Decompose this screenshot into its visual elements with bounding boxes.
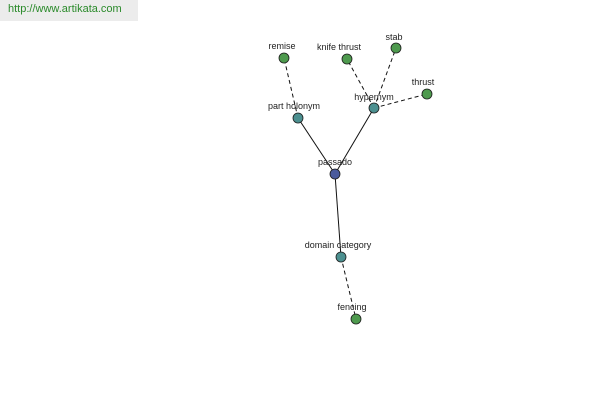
edge-passado-to-domain-category	[334, 173, 342, 258]
node-label-part-holonym: part holonym	[268, 101, 320, 111]
edge-domain-category-to-fencing	[340, 256, 357, 320]
node-hypernym[interactable]	[368, 102, 380, 114]
node-label-knife-thrust: knife thrust	[317, 42, 362, 52]
node-label-hypernym: hypernym	[354, 92, 394, 102]
edge-hypernym-to-stab	[373, 47, 397, 109]
node-thrust[interactable]	[421, 88, 433, 100]
node-passado[interactable]	[329, 168, 341, 180]
node-label-domain-category: domain category	[305, 240, 372, 250]
node-part-holonym[interactable]	[292, 112, 304, 124]
edge-part-holonym-to-remise	[283, 57, 299, 119]
graph-labels: passado part holonym hypernym domain catego…	[268, 32, 435, 312]
node-fencing[interactable]	[350, 313, 362, 325]
graph-edges	[283, 47, 428, 320]
edge-passado-to-hypernym	[334, 107, 375, 175]
graph-nodes	[278, 42, 433, 325]
site-url-link[interactable]: http://www.artikata.com	[8, 3, 122, 15]
node-label-stab: stab	[385, 32, 402, 42]
node-label-passado: passado	[318, 157, 352, 167]
node-remise[interactable]	[278, 52, 290, 64]
edge-passado-to-part-holonym	[297, 117, 336, 175]
node-domain-category[interactable]	[335, 251, 347, 263]
edge-hypernym-to-thrust	[373, 93, 428, 109]
node-stab[interactable]	[390, 42, 402, 54]
node-label-remise: remise	[268, 41, 295, 51]
url-bar: http://www.artikata.com	[0, 0, 138, 21]
node-label-fencing: fencing	[337, 302, 366, 312]
node-label-thrust: thrust	[412, 77, 435, 87]
edge-hypernym-to-knife-thrust	[346, 58, 375, 109]
node-knife-thrust[interactable]	[341, 53, 353, 65]
